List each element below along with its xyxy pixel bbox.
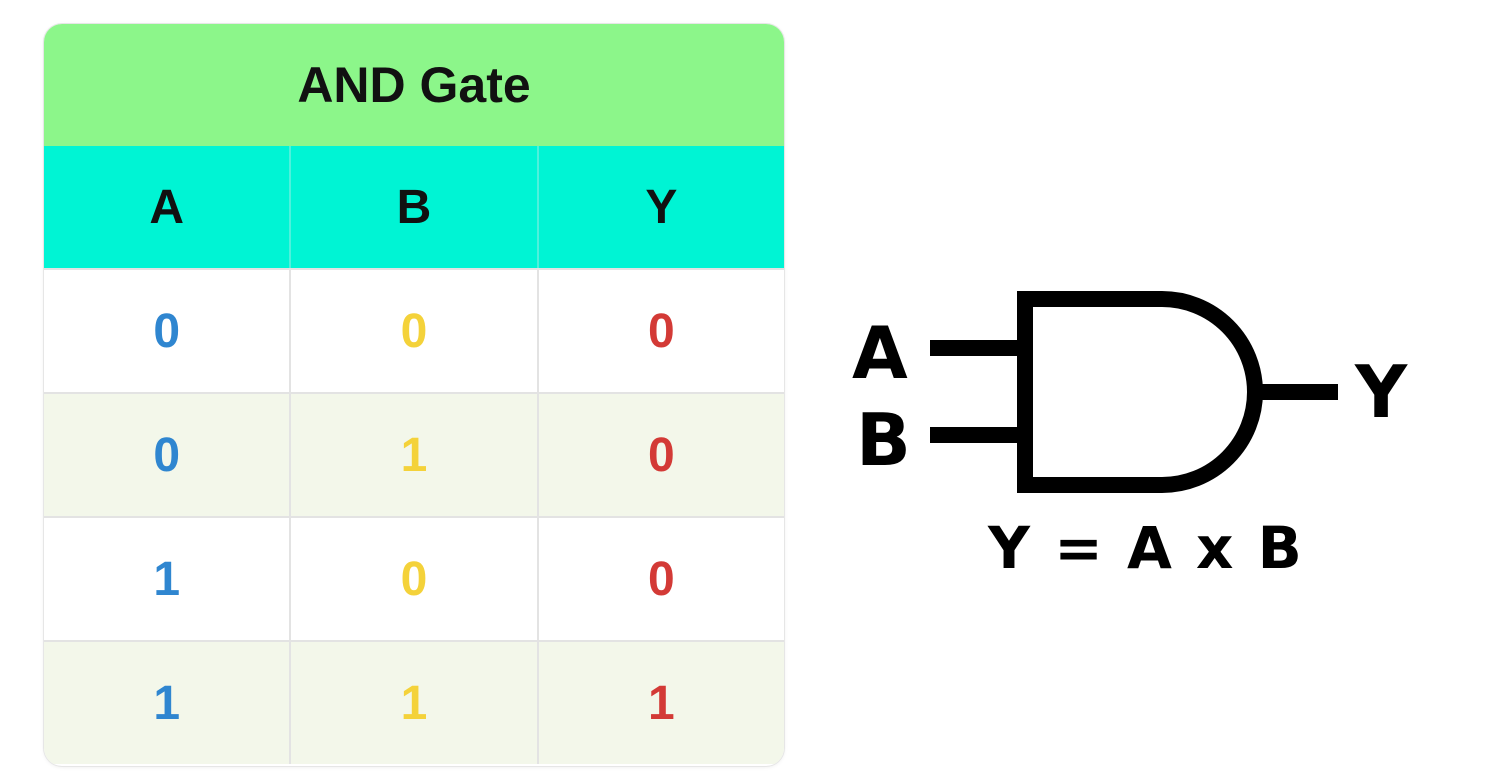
table-row: 0 0 0 [44, 268, 784, 392]
output-label-y: Y [1355, 350, 1408, 434]
truth-table: AND Gate A B Y 0 0 0 0 1 0 1 0 0 1 1 1 [44, 24, 784, 766]
table-header-row: A B Y [44, 146, 784, 268]
cell-b: 0 [289, 270, 536, 392]
cell-b: 0 [289, 518, 536, 640]
cell-y: 0 [536, 270, 784, 392]
cell-b: 1 [289, 642, 536, 764]
cell-y: 1 [536, 642, 784, 764]
cell-a: 1 [153, 676, 181, 730]
header-cell-a: A [149, 180, 184, 234]
cell-a: 1 [153, 552, 181, 606]
and-gate-icon [930, 291, 1338, 493]
table-row: 0 1 0 [44, 392, 784, 516]
and-gate-diagram: A B Y Y = A x B [830, 270, 1470, 600]
cell-a: 0 [153, 428, 181, 482]
cell-y: 0 [536, 394, 784, 516]
input-label-b: B [856, 398, 911, 482]
cell-y: 0 [536, 518, 784, 640]
gate-body [1017, 291, 1263, 493]
cell-a: 0 [153, 304, 181, 358]
gate-equation: Y = A x B [988, 514, 1304, 582]
table-row: 1 1 1 [44, 640, 784, 764]
header-cell-b: B [289, 146, 536, 268]
cell-b: 1 [289, 394, 536, 516]
table-row: 1 0 0 [44, 516, 784, 640]
table-title: AND Gate [44, 24, 784, 146]
header-cell-y: Y [536, 146, 784, 268]
input-label-a: A [852, 311, 908, 395]
